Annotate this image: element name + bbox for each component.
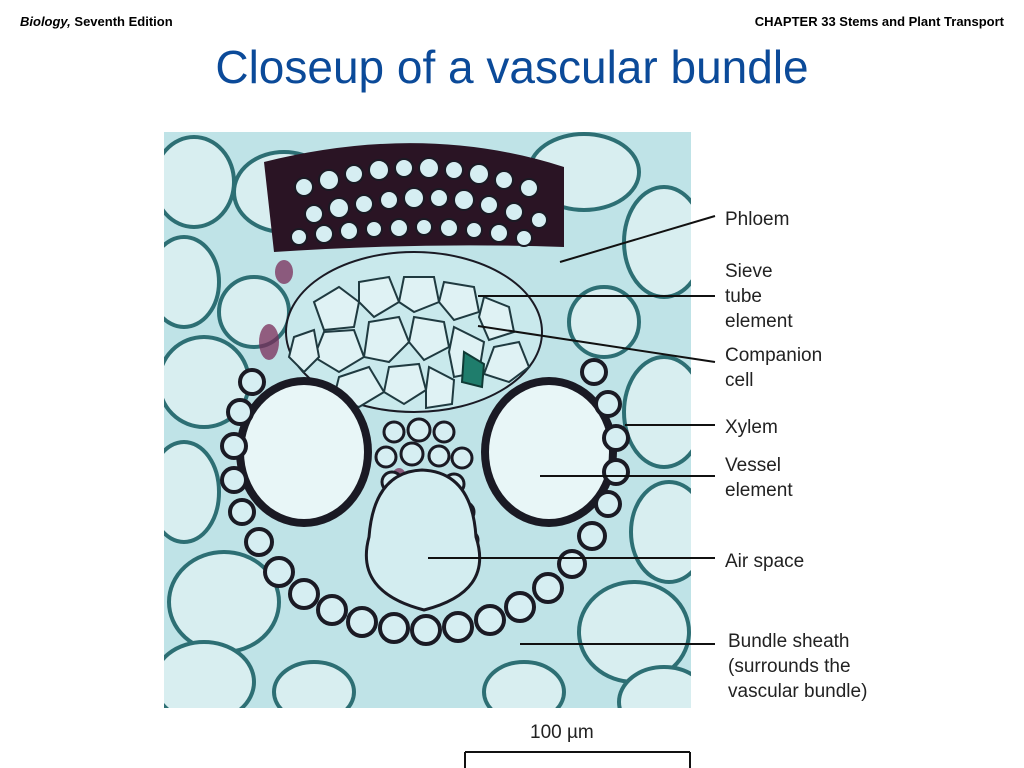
label-air-space: Air space	[725, 551, 805, 572]
label-phloem: Phloem	[725, 209, 790, 230]
book-title: Biology,	[20, 14, 71, 29]
label-xylem: Xylem	[725, 417, 778, 438]
label-companion-cell: Companion cell	[725, 345, 823, 391]
scale-bar	[464, 751, 691, 768]
label-bundle-sheath: Bundle sheath (surrounds the vascular bu…	[728, 631, 868, 702]
label-sieve-tube-element: Sieve tube element	[725, 261, 793, 332]
leader-phloem	[559, 215, 716, 263]
book-edition: Seventh Edition	[70, 14, 173, 29]
micrograph	[164, 132, 691, 708]
scale-bar-label: 100 µm	[530, 722, 594, 743]
slide-title: Closeup of a vascular bundle	[215, 41, 809, 93]
label-vessel-element: Vessel element	[725, 455, 793, 501]
header-chapter: CHAPTER 33 Stems and Plant Transport	[754, 14, 1004, 29]
leader-companion	[477, 325, 716, 363]
header-book: Biology, Seventh Edition	[20, 14, 173, 29]
